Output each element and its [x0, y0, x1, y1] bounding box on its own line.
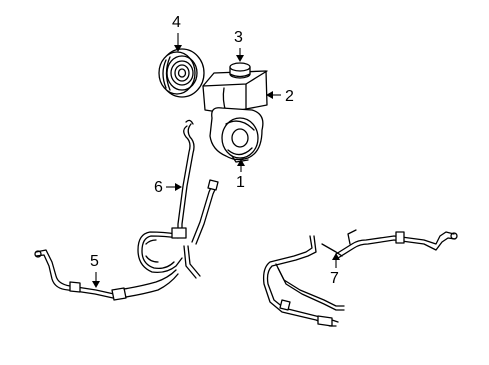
callout-1: 1	[236, 159, 245, 191]
callout-7-number: 7	[330, 270, 339, 287]
callout-3-number: 3	[234, 29, 243, 46]
pressure-hose	[137, 119, 219, 279]
callout-6: 6	[154, 179, 182, 196]
pump-pulley	[158, 48, 205, 98]
return-hose	[34, 249, 179, 301]
callout-5: 5	[90, 253, 100, 288]
reservoir	[202, 70, 268, 114]
callout-2: 2	[266, 88, 294, 105]
callout-1-number: 1	[236, 174, 245, 191]
reservoir-cap	[229, 62, 251, 79]
callout-2-number: 2	[285, 88, 294, 105]
callout-7: 7	[330, 253, 340, 287]
cooler-line-assembly	[262, 229, 458, 327]
callout-3: 3	[234, 29, 244, 62]
callout-4: 4	[172, 14, 182, 52]
callout-5-number: 5	[90, 253, 99, 270]
callout-4-number: 4	[172, 14, 181, 31]
callout-6-number: 6	[154, 179, 163, 196]
power-steering-pump	[209, 107, 264, 163]
